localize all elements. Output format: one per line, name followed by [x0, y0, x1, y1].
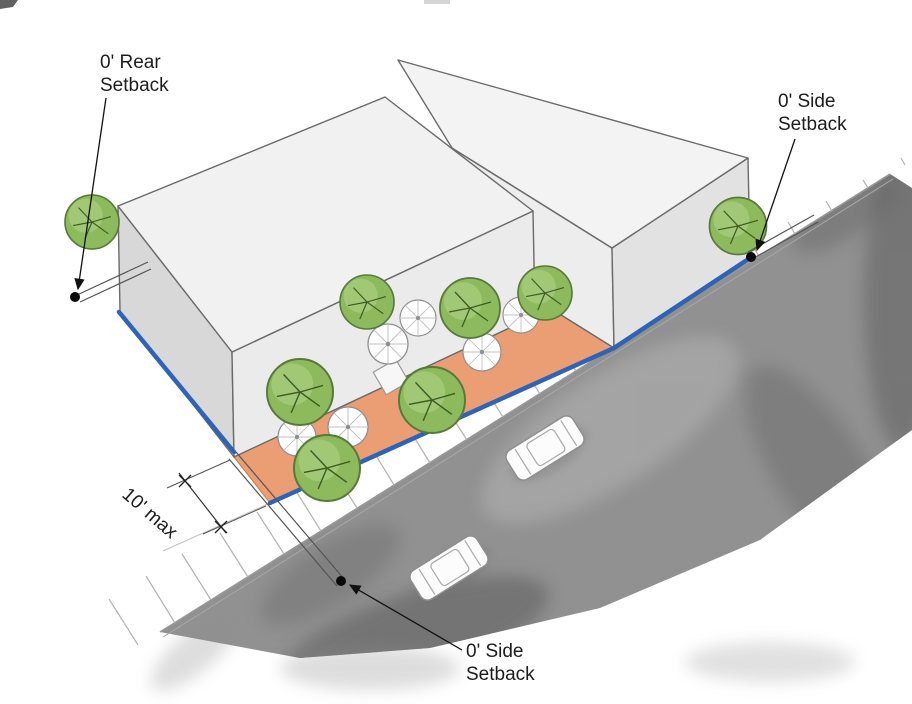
tree	[266, 358, 334, 426]
leader-rear-setback	[74, 97, 107, 291]
leader-side-setback-top	[755, 138, 796, 252]
lot-line-front	[267, 255, 753, 506]
setback-corner-dot	[746, 252, 756, 262]
rear-setback-label-line2: Setback	[100, 75, 169, 96]
umbrella	[399, 299, 437, 337]
building-left-roof	[117, 96, 534, 353]
side-setback-bottom-label-line1: 0' Side	[466, 641, 524, 662]
setback-corner-dot	[336, 576, 346, 586]
tree	[517, 265, 573, 321]
dimension-10-max	[166, 459, 267, 535]
tree	[339, 274, 395, 330]
umbrella	[367, 323, 409, 365]
frontage-line-continuation	[162, 502, 271, 552]
leader-side-setback-bottom	[348, 584, 463, 651]
tree	[293, 434, 361, 502]
side-lot-line-extension-bottom	[228, 451, 345, 587]
setback-corner-dot	[70, 292, 80, 302]
tree	[64, 194, 120, 250]
lot-lines	[116, 255, 753, 506]
cars	[409, 415, 588, 602]
street	[150, 174, 912, 691]
car	[505, 415, 588, 482]
dimension-tick	[178, 474, 228, 534]
lot-line-side-left	[116, 309, 237, 455]
building-right-roof	[397, 59, 749, 249]
sketch-artifact	[0, 0, 18, 9]
rear-lot-line-extension	[76, 261, 152, 303]
side-setback-top-label-line1: 0' Side	[778, 91, 836, 112]
street-smudge	[280, 646, 460, 690]
tree	[708, 196, 768, 256]
street-smudge	[685, 642, 855, 682]
street-smudge	[150, 613, 240, 691]
umbrella	[462, 332, 502, 372]
car	[409, 535, 492, 602]
curb-line-2	[162, 178, 894, 638]
sketch-artifact	[424, 0, 450, 4]
trees	[64, 194, 768, 502]
side-setback-top-label-line2: Setback	[778, 114, 847, 135]
tree	[439, 277, 501, 339]
table	[372, 358, 410, 396]
rear-setback-label-line1: 0' Rear	[100, 52, 161, 73]
side-setback-bottom-label-line2: Setback	[466, 664, 535, 685]
max-depth-label: 10' max	[118, 484, 182, 543]
tree	[398, 366, 466, 434]
annotation-linework	[70, 97, 819, 651]
